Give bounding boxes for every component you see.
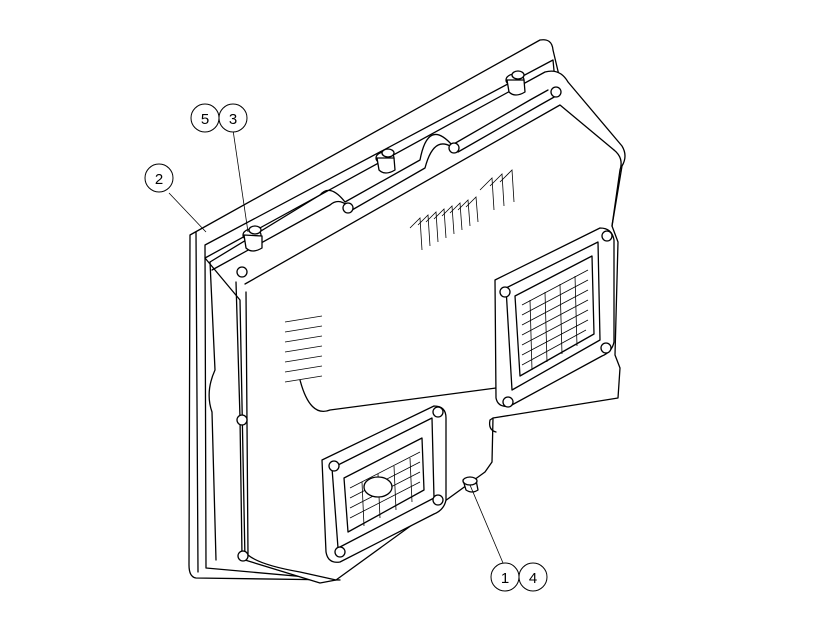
ecm-housing: [204, 70, 626, 584]
leader-lines: [168, 129, 504, 564]
perimeter-screws: [236, 86, 562, 562]
callout-2-label: 2: [155, 171, 163, 188]
bolt-right: [505, 70, 526, 96]
callout-1: 1: [490, 562, 520, 592]
mounting-bolts: [242, 70, 526, 252]
callout-4-label: 4: [529, 570, 537, 587]
callout-1-label: 1: [501, 570, 509, 587]
callout-2: 2: [144, 163, 174, 193]
cooling-fins-top: [409, 169, 515, 251]
leader-2: [168, 192, 207, 233]
bolt-middle: [375, 148, 396, 174]
callout-3: 3: [218, 103, 248, 133]
cooling-fins-side: [284, 315, 323, 383]
callout-3-label: 3: [229, 111, 237, 128]
callout-4: 4: [518, 562, 548, 592]
connector-small: [321, 405, 447, 563]
bolt-left: [242, 225, 263, 252]
mounting-plate: [188, 39, 563, 581]
connector-large: [494, 227, 615, 408]
callout-5-label: 5: [201, 111, 209, 128]
leader-3: [232, 129, 249, 233]
callout-5: 5: [190, 103, 220, 133]
leader-1-4: [469, 484, 504, 564]
ground-stud: [462, 476, 479, 493]
